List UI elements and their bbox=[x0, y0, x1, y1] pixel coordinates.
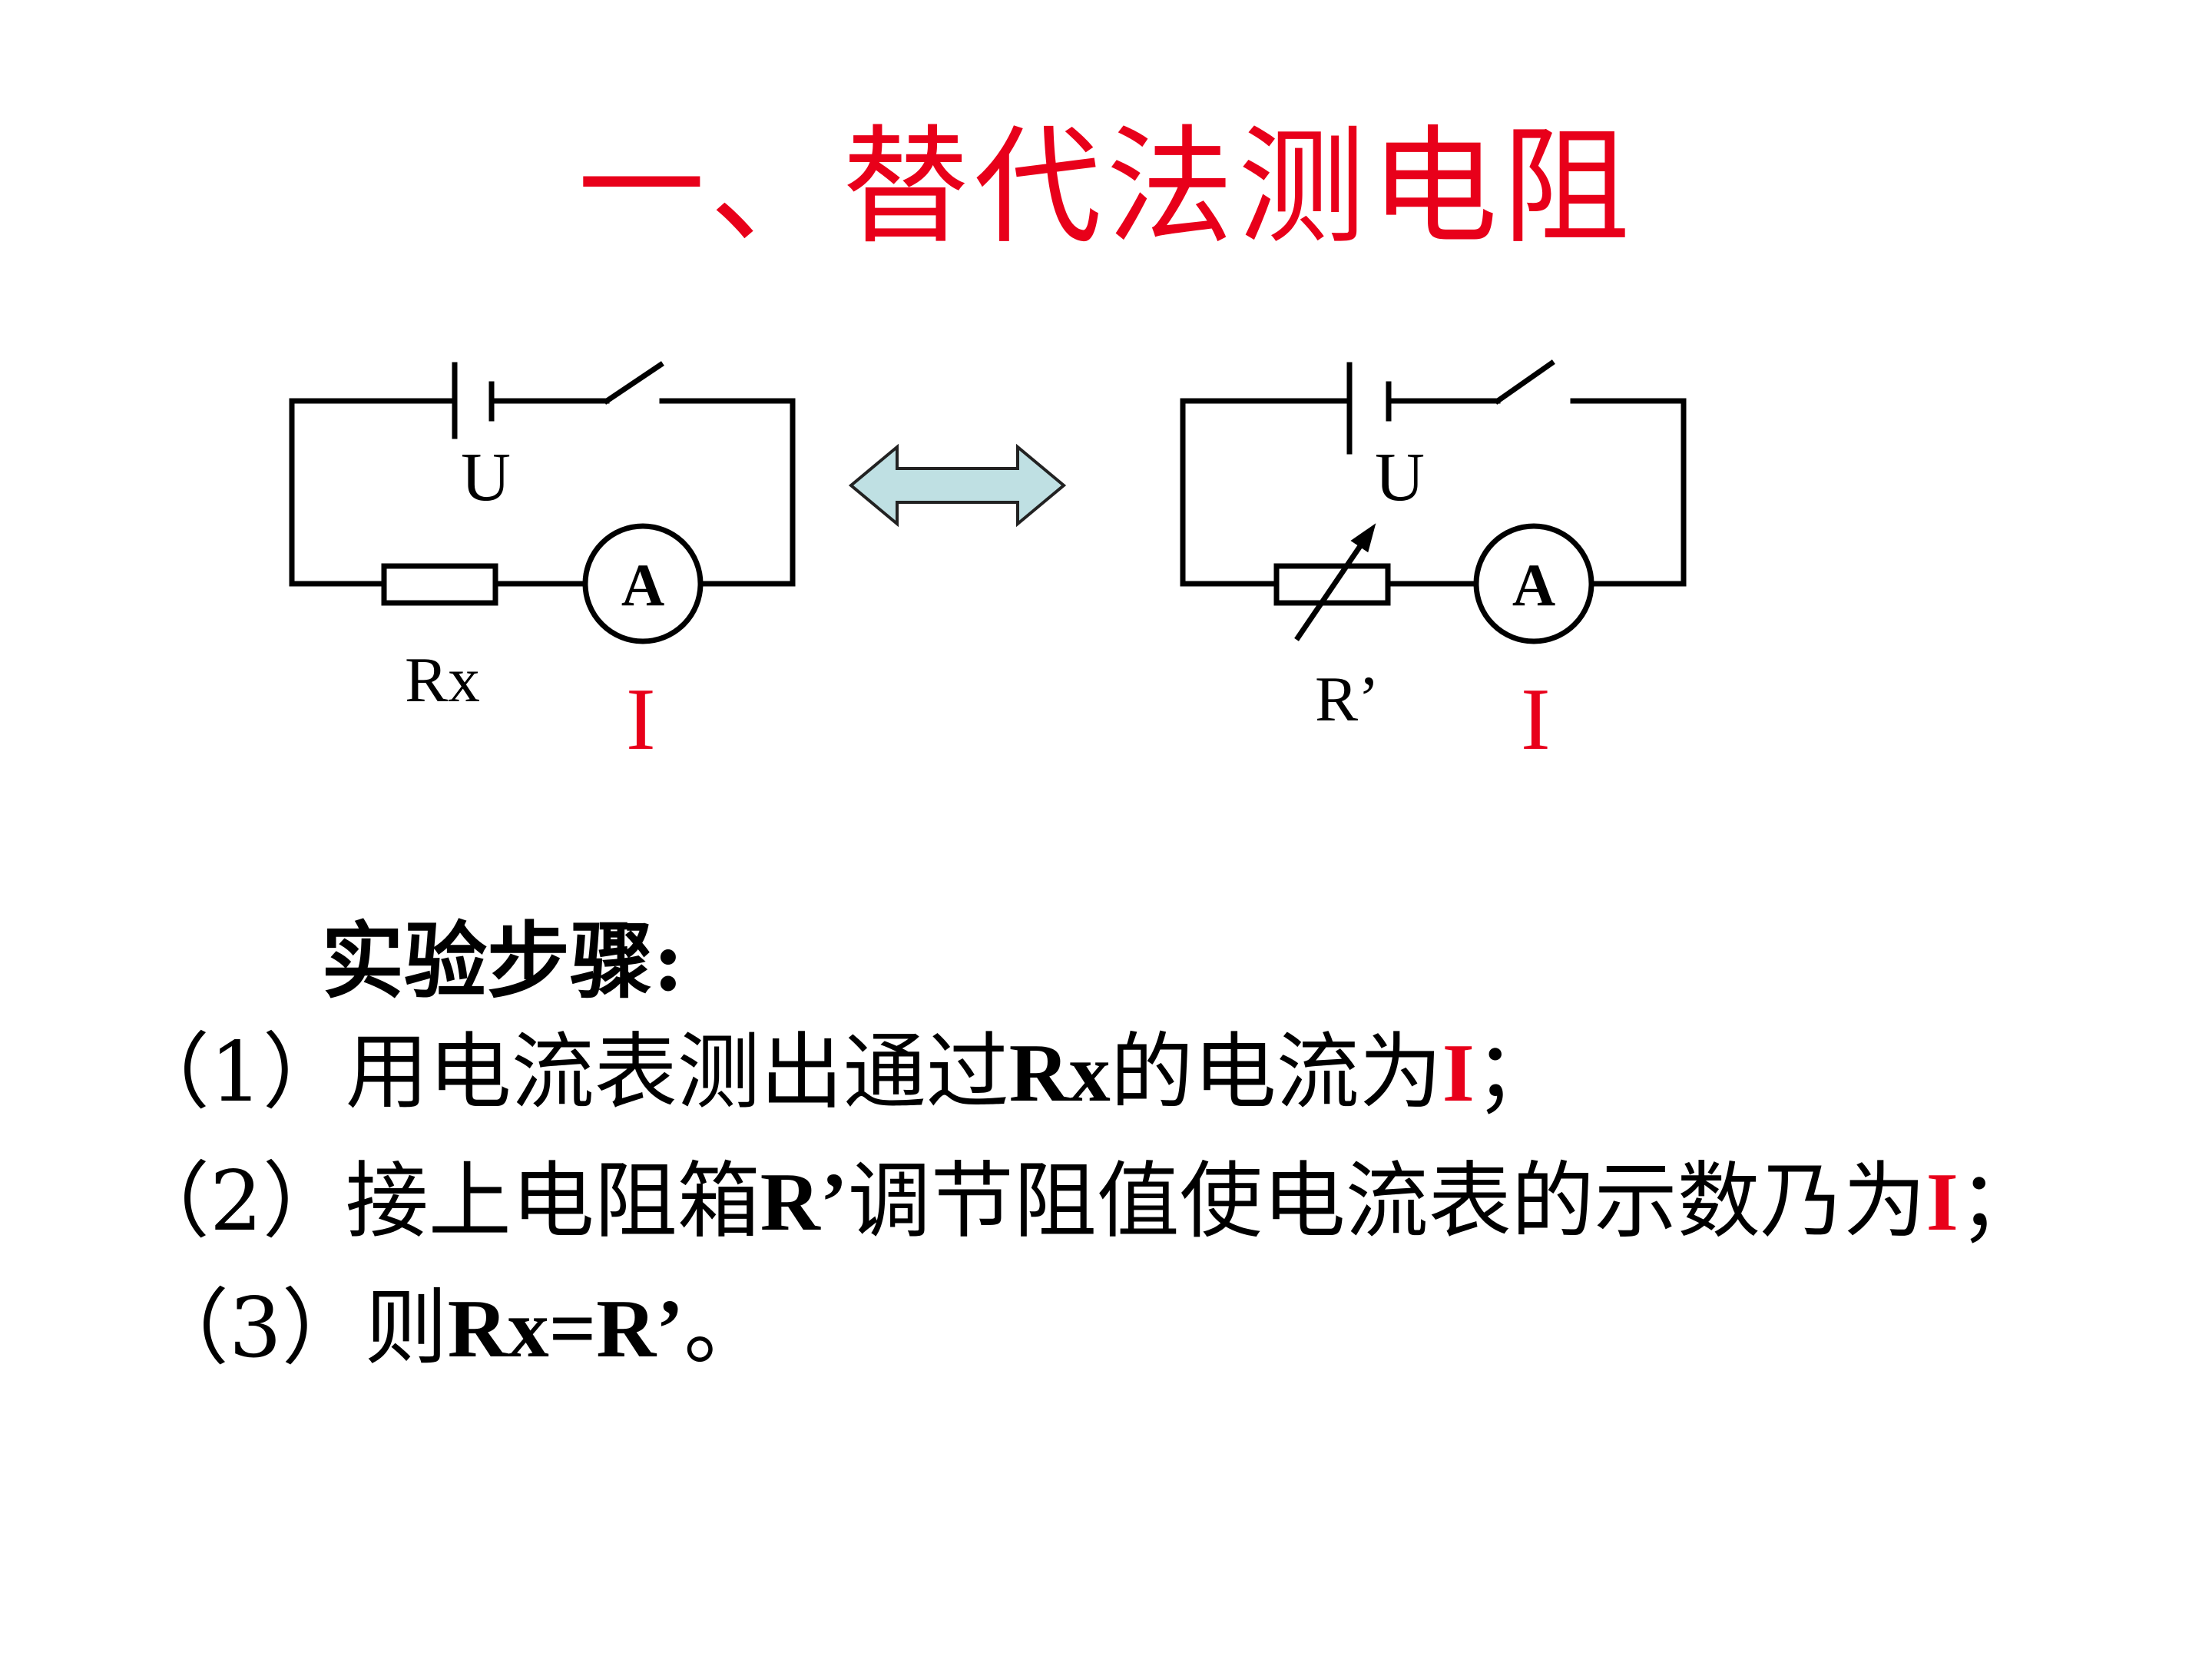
step-1-var: Rx bbox=[1008, 1028, 1111, 1119]
left-wire-top-right bbox=[659, 398, 796, 587]
left-switch-blade bbox=[603, 361, 664, 405]
right-wire-top-left bbox=[1180, 398, 1353, 587]
left-wire-top-left bbox=[289, 398, 458, 587]
left-ammeter-label: A bbox=[621, 551, 665, 618]
step-2-prefix: （2）接上电阻箱 bbox=[127, 1154, 760, 1250]
left-resistor-label: Rx bbox=[405, 644, 481, 716]
right-current-label: I bbox=[1521, 671, 1551, 769]
right-wire-top-right bbox=[1570, 398, 1687, 587]
right-circuit bbox=[1180, 359, 1687, 644]
step-2-var: R’ bbox=[760, 1157, 848, 1248]
left-resistor bbox=[381, 563, 498, 606]
step-1-prefix: （1）用电流表测出通过 bbox=[127, 1025, 1009, 1121]
right-ammeter bbox=[1473, 523, 1594, 644]
step-2-end: ； bbox=[1958, 1154, 2041, 1250]
left-current-label: I bbox=[626, 671, 656, 769]
step-1-end: ； bbox=[1474, 1025, 1558, 1121]
left-circuit bbox=[289, 361, 796, 644]
page-title: 一、替代法测电阻 bbox=[578, 114, 1634, 262]
steps-heading: 实验步骤: bbox=[321, 913, 684, 1010]
step-1-mid: 的电流为 bbox=[1110, 1025, 1442, 1121]
step-1-value: I bbox=[1442, 1028, 1475, 1119]
step-2: （2）接上电阻箱R’调节阻值使电流表的示数乃为I； bbox=[127, 1148, 2041, 1257]
right-ammeter-label: A bbox=[1512, 551, 1556, 618]
step-3-var: Rx=R’ bbox=[447, 1283, 684, 1375]
step-1: （1）用电流表测出通过Rx的电流为I； bbox=[127, 1019, 1558, 1128]
right-resistor-label: R’ bbox=[1315, 664, 1379, 735]
right-switch-blade bbox=[1494, 359, 1555, 405]
right-source-label: U bbox=[1375, 439, 1425, 515]
right-variable-arrow-shaft bbox=[1294, 538, 1367, 641]
step-2-mid: 调节阻值使电流表的示数乃为 bbox=[847, 1154, 1926, 1250]
left-source-label: U bbox=[461, 439, 511, 515]
step-3-prefix: （3）则 bbox=[146, 1280, 448, 1376]
right-variable-arrow-head bbox=[1350, 523, 1376, 553]
double-arrow-icon bbox=[848, 443, 1067, 528]
left-ammeter bbox=[582, 523, 704, 644]
step-3-end: 。 bbox=[684, 1280, 767, 1376]
step-3: （3）则Rx=R’。 bbox=[146, 1275, 767, 1383]
step-2-value: I bbox=[1926, 1157, 1959, 1248]
